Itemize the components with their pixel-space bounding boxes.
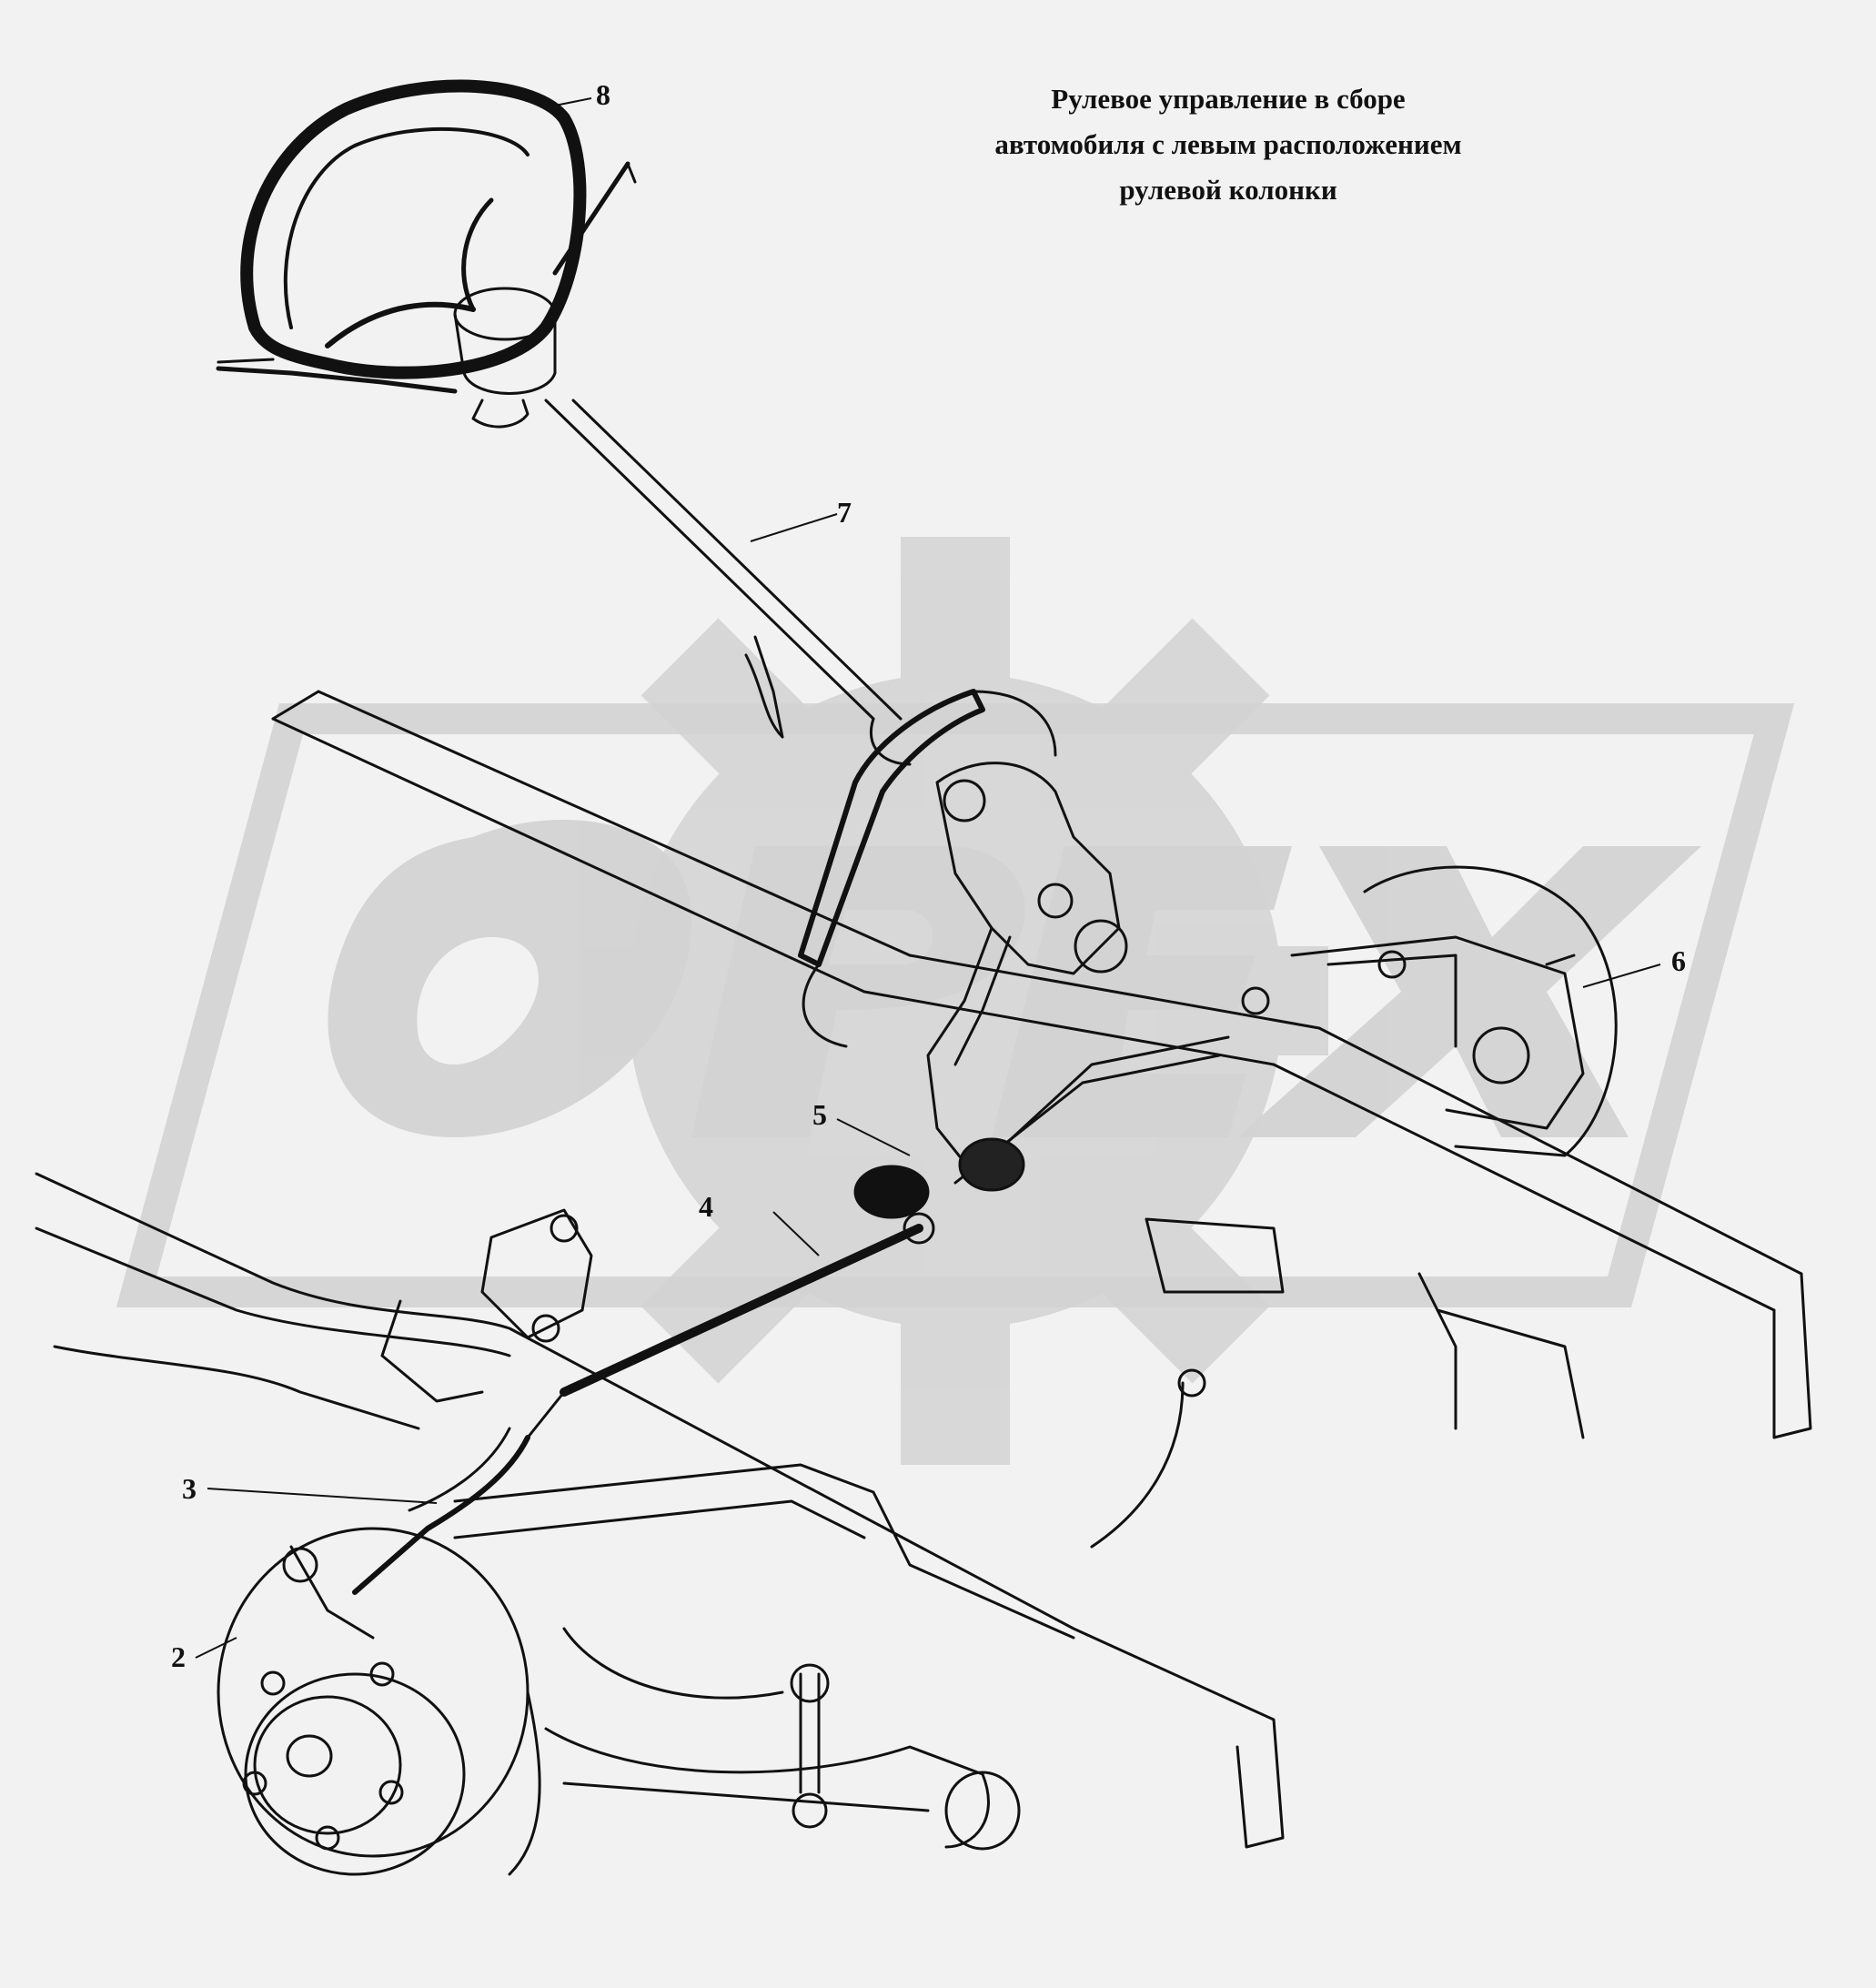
callout-4: 4: [699, 1190, 713, 1223]
tie-rod: [526, 1224, 923, 1439]
steering-wheel: [216, 79, 637, 394]
callout-6: 6: [1671, 944, 1686, 977]
left-wheel-hub: [217, 1527, 541, 1876]
watermark-letters: [328, 819, 1701, 1137]
mount-bracket: [380, 1208, 593, 1403]
callout-8: 8: [596, 78, 610, 111]
frame-rails: [35, 690, 1812, 1849]
cross-members: [1090, 1217, 1585, 1549]
callout-7: 7: [837, 496, 852, 529]
steering-gear-box: [935, 762, 1128, 975]
front-axle: [453, 1463, 1075, 1851]
floor-bracket: [798, 689, 1057, 967]
line-art: [35, 79, 1812, 1876]
watermark-frame: [116, 703, 1795, 1307]
title-line-3: рулевой колонки: [1119, 174, 1337, 206]
leader-lines: [195, 97, 1661, 1659]
title-line-2: автомобиля с левым расположением: [994, 128, 1462, 160]
callout-2: 2: [171, 1640, 186, 1673]
drag-link: [853, 926, 1230, 1245]
callout-3: 3: [182, 1472, 197, 1505]
title-line-1: Рулевое управление в сборе: [1051, 83, 1406, 115]
callout-5: 5: [812, 1098, 827, 1131]
hydraulic-line: [352, 1427, 530, 1595]
diagram-title: Рулевое управление в сборе автомобиля с …: [910, 76, 1547, 213]
right-wheel-hub: [1241, 865, 1618, 1157]
